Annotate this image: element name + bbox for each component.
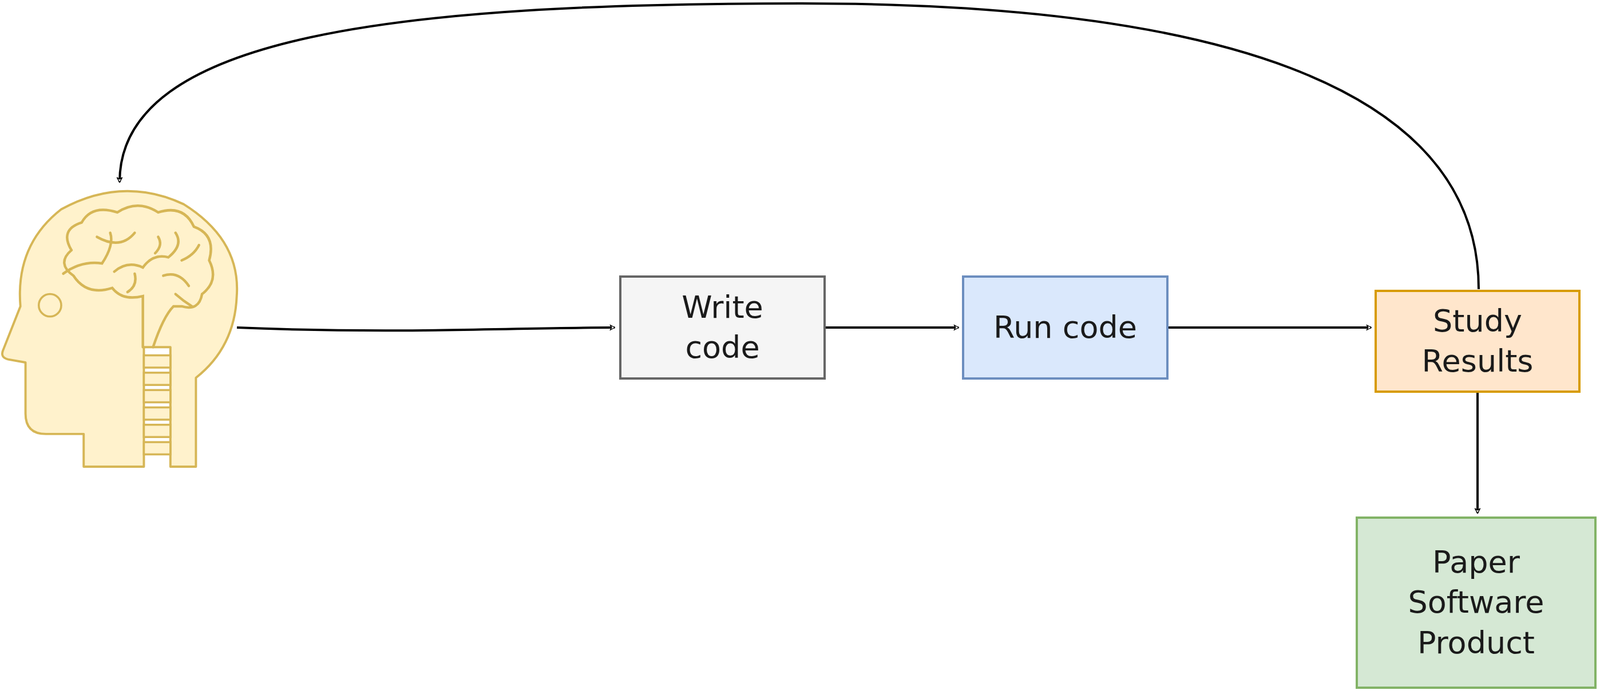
feedback-loop-arrow [119, 3, 1479, 289]
brain [63, 205, 214, 347]
output-box: Paper Software Product [1355, 516, 1597, 689]
spine-ladder [143, 355, 170, 455]
box-label: Run code [984, 307, 1146, 348]
box-label: Write code [642, 287, 803, 368]
flow-arrow [825, 326, 959, 329]
flow-arrow [1168, 326, 1372, 329]
head-outline [2, 191, 237, 467]
box-label: Study Results [1391, 301, 1564, 382]
input-arrow [236, 327, 615, 331]
box-label: Paper Software Product [1384, 541, 1568, 663]
result-box: Study Results [1374, 289, 1581, 393]
head-icon [2, 191, 237, 467]
process-box: Write code [619, 275, 826, 380]
process-box: Run code [961, 275, 1169, 380]
ear-dot [38, 294, 62, 317]
flow-arrow [1476, 392, 1479, 513]
